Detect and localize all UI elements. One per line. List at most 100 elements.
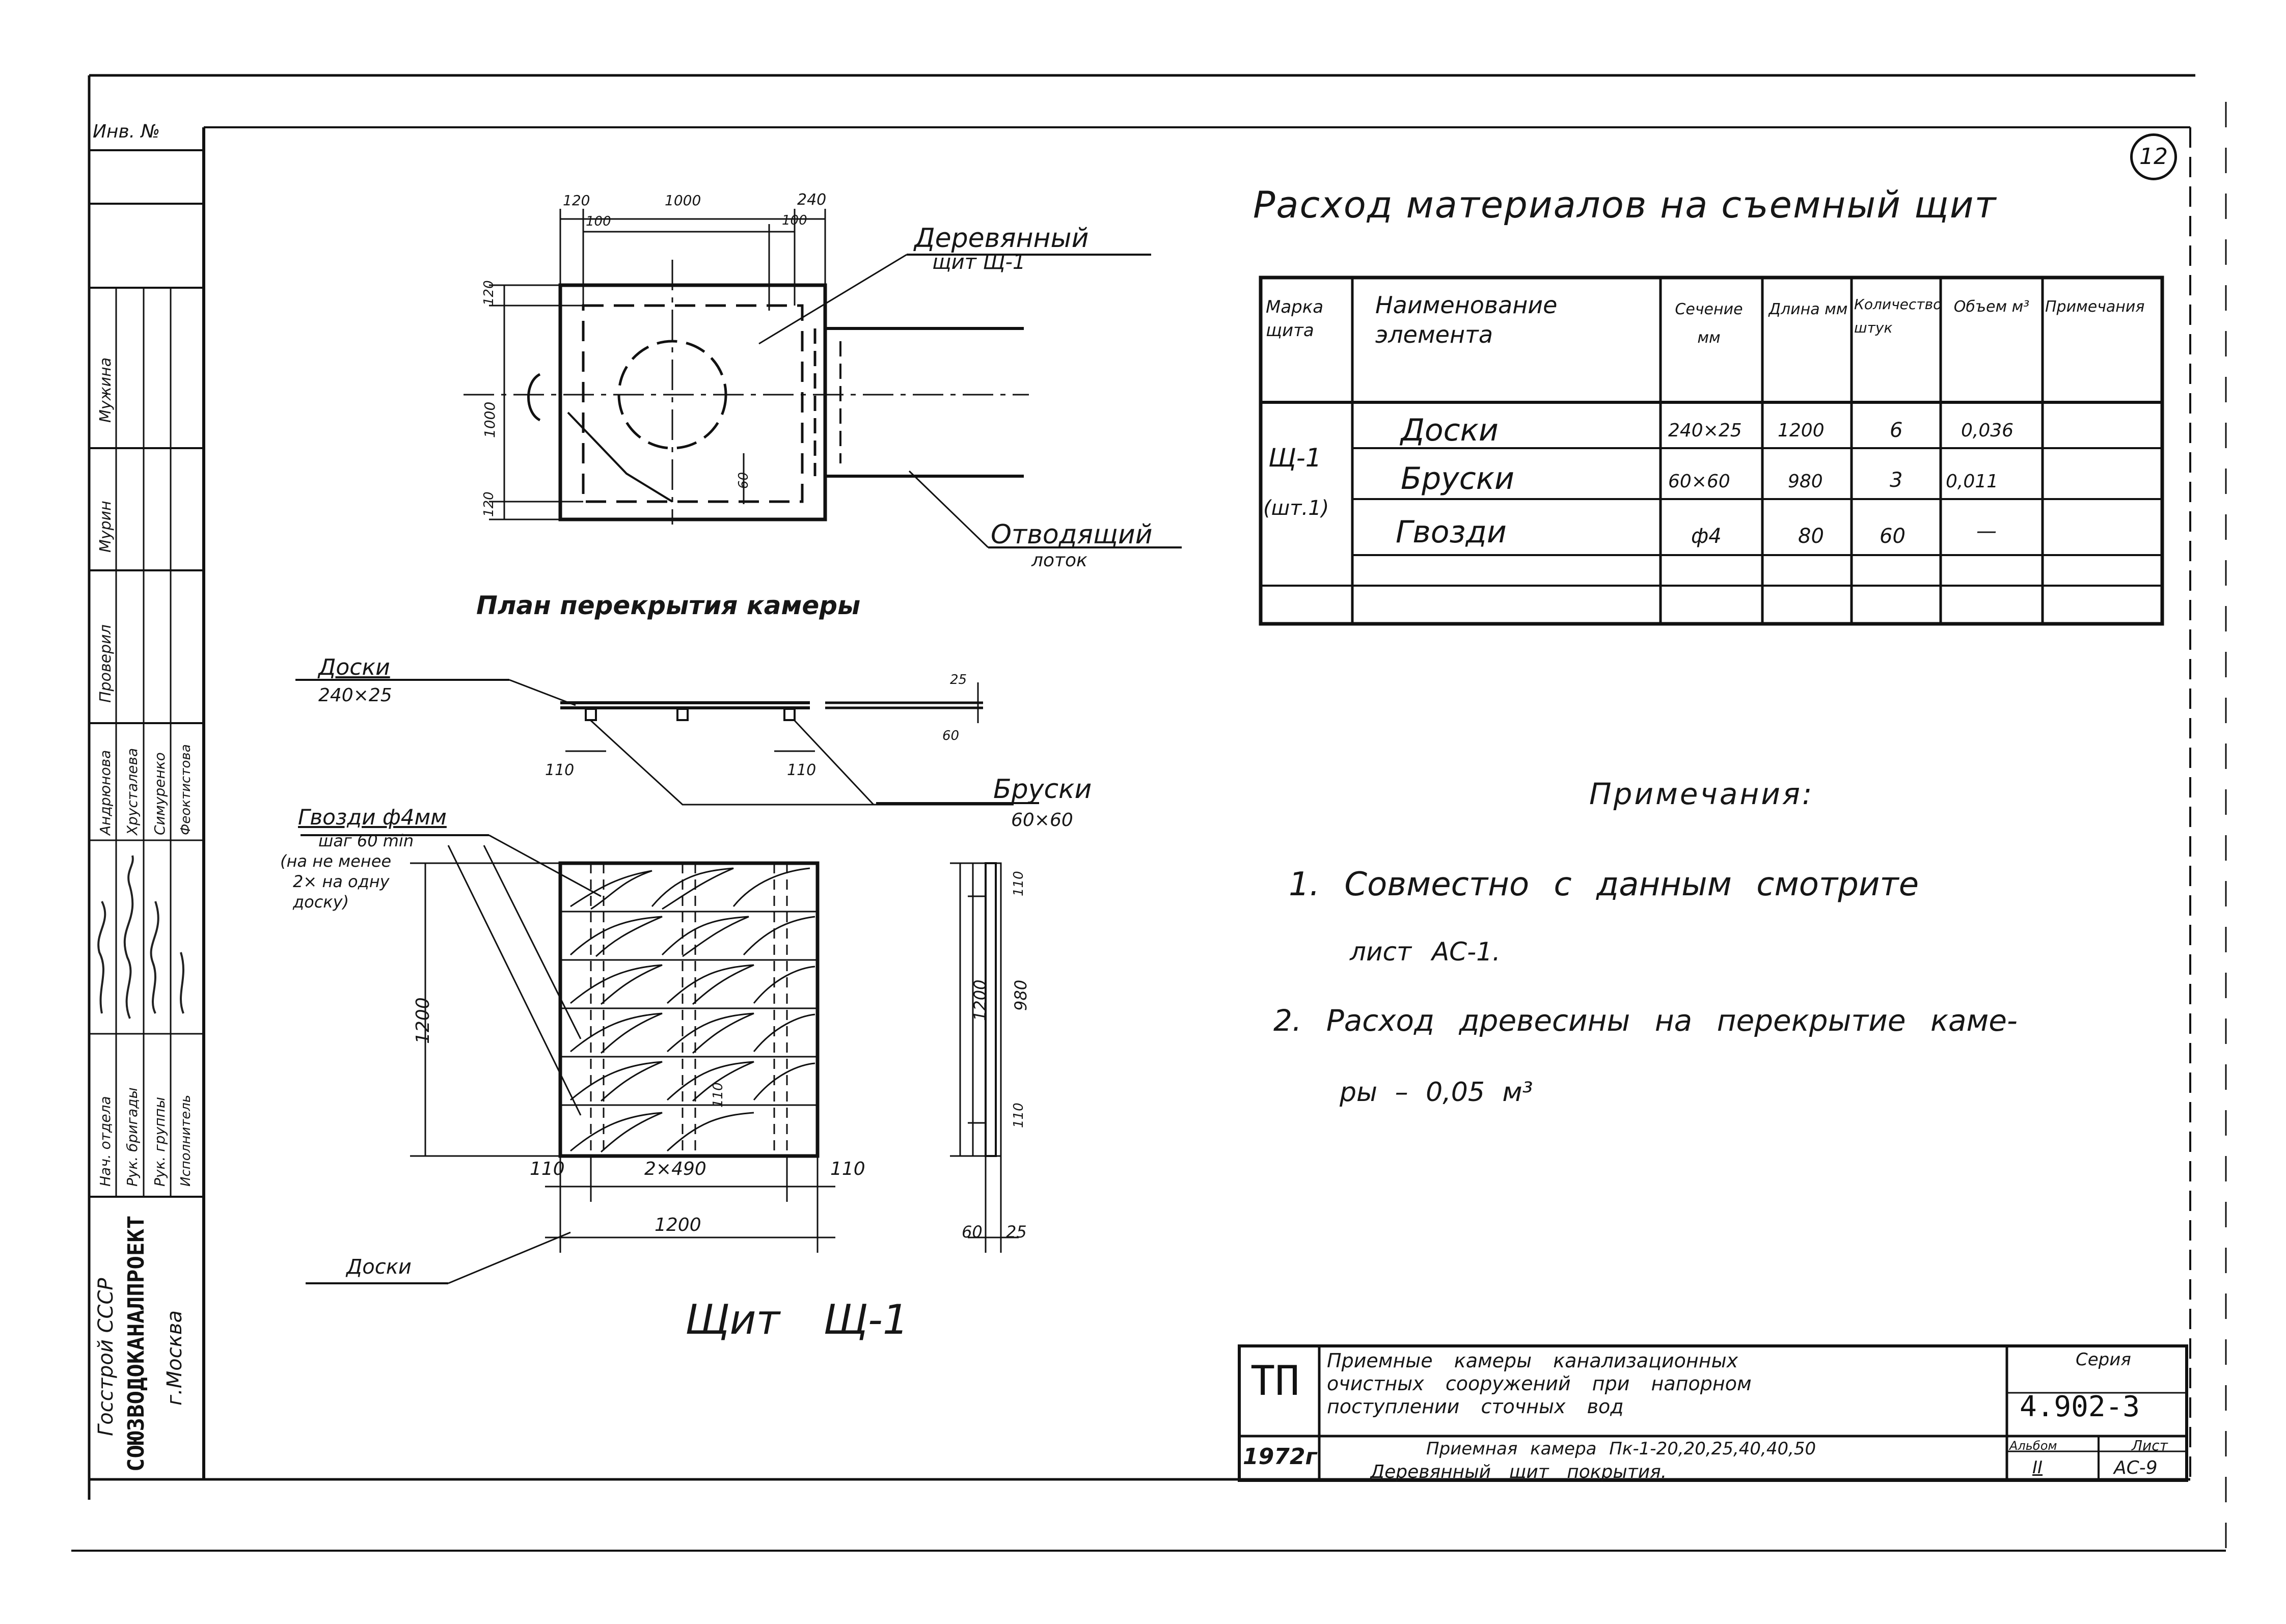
signature-name-3: Симуренко xyxy=(151,752,168,835)
side-dim-980: 980 xyxy=(1011,979,1030,1011)
table-row-1-volume: 0,036 xyxy=(1961,420,2014,441)
shield-nails-note-4: доску) xyxy=(293,892,349,912)
title-block-sheet: АС-9 xyxy=(2114,1457,2158,1478)
plan-title: План перекрытия камеры xyxy=(476,591,861,620)
shield-title: Щит Щ-1 xyxy=(685,1296,909,1343)
table-row-2-volume: 0,011 xyxy=(1946,471,1999,492)
materials-title: Расход материалов на съемный щит xyxy=(1253,183,1997,226)
shield-dim-left-110: 110 xyxy=(530,1159,565,1179)
note-line-4: ры – 0,05 м³ xyxy=(1340,1077,1533,1108)
shield-label-boards-bottom: Доски xyxy=(346,1255,412,1279)
margin-role-1: Мужина xyxy=(97,357,115,423)
shield-drawing xyxy=(301,834,1019,1284)
side-dim-60: 60 xyxy=(962,1222,983,1242)
plan-dim-top-240: 240 xyxy=(797,191,827,209)
side-dim-110b: 110 xyxy=(1011,1103,1026,1128)
title-block-drawing-2: Деревянный щит покрытия. xyxy=(1370,1462,1667,1482)
shield-dim-height: 1200 xyxy=(413,997,433,1044)
title-block-album-label: Альбом xyxy=(2009,1439,2057,1453)
table-row-3-qty: 60 xyxy=(1880,525,1906,548)
materials-table-grid xyxy=(1259,276,2164,626)
signature-role-3: Рук. группы xyxy=(151,1097,168,1187)
shield-label-nails: Гвозди ф4мм xyxy=(298,805,447,830)
shield-dim-mid: 110 xyxy=(711,1082,726,1108)
section-dim-25: 25 xyxy=(950,672,967,687)
note-line-2: лист АС-1. xyxy=(1350,937,1501,967)
table-row-2-length: 980 xyxy=(1788,471,1823,492)
title-block-td: ТП xyxy=(1250,1357,1300,1405)
plan-dim-top-100a: 100 xyxy=(586,214,611,229)
sheet-number-badge: 12 xyxy=(2130,133,2177,180)
section-dim-110a: 110 xyxy=(545,761,575,779)
section-label-bars: Бруски xyxy=(993,774,1092,805)
signature-name-2: Хрусталева xyxy=(124,748,141,835)
section-label-boards: Доски xyxy=(318,654,390,680)
title-block-project-3: поступлении сточных вод xyxy=(1327,1395,1624,1418)
org-line-2: СОЮЗВОДОКАНАЛПРОЕКТ xyxy=(123,1215,149,1472)
signature-role-4: Исполнитель xyxy=(178,1094,194,1187)
margin-role-2: Мурин xyxy=(97,501,115,553)
table-header-length: Длина мм xyxy=(1768,300,1848,318)
plan-dim-left-120b: 120 xyxy=(481,491,497,517)
note-line-3: 2. Расход древесины на перекрытие каме- xyxy=(1273,1003,2018,1038)
org-line-3: г.Москва xyxy=(163,1310,186,1406)
inventory-number-label: Инв. № xyxy=(93,121,160,142)
side-dim-1200: 1200 xyxy=(970,979,990,1021)
section-dim-110b: 110 xyxy=(787,761,817,779)
shield-dim-2x490: 2×490 xyxy=(644,1159,706,1179)
signatures-scribbles xyxy=(97,855,184,1019)
table-header-mark: Марка щита xyxy=(1266,297,1324,341)
sheet-number: 12 xyxy=(2139,144,2168,170)
table-mark-qty: (шт.1) xyxy=(1263,497,1329,520)
signature-name-1: Андрюнова xyxy=(97,750,114,835)
table-row-1-section: 240×25 xyxy=(1668,420,1742,441)
plan-dim-top-100b: 100 xyxy=(782,213,807,228)
title-block-sheet-label: Лист xyxy=(2132,1437,2168,1454)
table-header-volume: Объем м³ xyxy=(1953,298,2030,316)
signature-role-2: Рук. бригады xyxy=(124,1087,141,1187)
signature-role-1: Нач. отдела xyxy=(97,1096,114,1187)
margin-role-3: Проверил xyxy=(97,624,115,703)
shield-dim-total: 1200 xyxy=(655,1215,701,1235)
plan-dim-top-120: 120 xyxy=(563,192,590,209)
notes-title: Примечания: xyxy=(1589,777,1814,811)
section-label-bars-size: 60×60 xyxy=(1011,810,1073,831)
title-block-project-2: очистных сооружений при напорном xyxy=(1327,1372,1752,1395)
plan-dim-top-1000: 1000 xyxy=(665,192,701,209)
title-block-album: II xyxy=(2032,1457,2043,1478)
table-row-3-name: Гвозди xyxy=(1396,514,1507,550)
table-row-1-name: Доски xyxy=(1401,412,1499,448)
table-row-2-qty: 3 xyxy=(1890,469,1903,492)
plan-dim-inner: 60 xyxy=(736,472,751,489)
side-dim-110a: 110 xyxy=(1011,871,1026,896)
table-row-1-length: 1200 xyxy=(1778,420,1825,441)
plan-drawing xyxy=(464,209,1182,548)
table-header-notes: Примечания xyxy=(2045,298,2145,316)
plan-dim-left-120a: 120 xyxy=(481,280,497,306)
title-block-drawing: Приемная камера Пк-1-20,20,25,40,40,50 xyxy=(1426,1439,1816,1459)
title-block-year: 1972г xyxy=(1243,1444,1317,1470)
shield-dim-right-110: 110 xyxy=(830,1159,865,1179)
table-row-2-section: 60×60 xyxy=(1668,471,1730,492)
table-header-qty: Количество штук xyxy=(1854,296,1942,336)
section-dim-60: 60 xyxy=(942,728,960,744)
title-block-grid xyxy=(1238,1344,2188,1482)
shield-nails-note-1: шаг 60 min xyxy=(318,831,414,850)
plan-dim-left-1000: 1000 xyxy=(481,401,498,438)
plan-label-tray: Отводящий xyxy=(991,519,1153,550)
plan-label-shield-sub: щит Щ-1 xyxy=(932,251,1026,274)
table-header-section: Сечение мм xyxy=(1675,300,1743,347)
table-header-name: Наименование элемента xyxy=(1375,291,1558,348)
plan-label-tray-sub: лоток xyxy=(1031,550,1087,571)
section-drawing xyxy=(295,679,1039,806)
signature-name-4: Феоктистова xyxy=(178,744,194,835)
note-line-1: 1. Совместно с данным смотрите xyxy=(1289,866,1919,903)
table-row-3-length: 80 xyxy=(1798,525,1824,548)
section-label-boards-size: 240×25 xyxy=(318,685,392,706)
shield-nails-note-2: (на не менее xyxy=(280,851,392,871)
table-mark: Щ-1 xyxy=(1268,443,1322,473)
table-row-1-qty: 6 xyxy=(1890,419,1903,442)
title-block-series-label: Серия xyxy=(2076,1350,2131,1370)
side-dim-25: 25 xyxy=(1006,1222,1027,1242)
table-row-2-name: Бруски xyxy=(1401,461,1514,497)
